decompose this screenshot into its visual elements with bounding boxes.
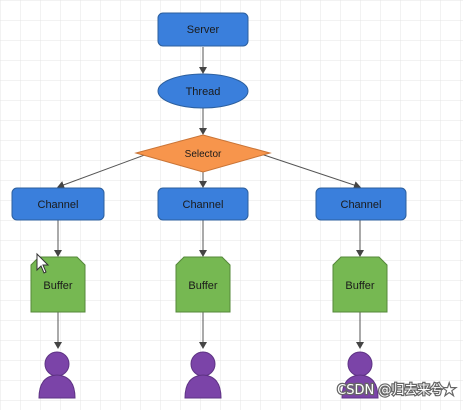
selector-label: Selector — [185, 149, 222, 160]
buffer-label-2: Buffer — [188, 280, 217, 292]
buffer-node-2: Buffer — [175, 256, 231, 313]
channel-node-1: Channel — [11, 187, 105, 221]
thread-node: Thread — [157, 73, 249, 109]
channel-node-3: Channel — [315, 187, 407, 221]
mouse-cursor-icon — [36, 252, 50, 274]
connectors — [54, 47, 364, 349]
watermark: CSDN @归去来兮★ — [337, 383, 455, 398]
channel-label-3: Channel — [341, 199, 382, 211]
user-icon — [38, 351, 76, 399]
channel-label-1: Channel — [38, 199, 79, 211]
selector-node: Selector — [134, 134, 272, 173]
server-node: Server — [157, 12, 249, 47]
buffer-label-1: Buffer — [43, 280, 72, 292]
buffer-node-3: Buffer — [332, 256, 388, 313]
edge-selector-channel-1 — [57, 152, 151, 189]
buffer-label-3: Buffer — [345, 280, 374, 292]
channel-node-2: Channel — [157, 187, 249, 221]
user-icon — [184, 351, 222, 399]
server-label: Server — [187, 24, 220, 36]
channel-label-2: Channel — [183, 199, 224, 211]
edge-selector-channel-3 — [257, 152, 361, 189]
thread-label: Thread — [186, 86, 221, 98]
user-icon — [341, 351, 379, 399]
